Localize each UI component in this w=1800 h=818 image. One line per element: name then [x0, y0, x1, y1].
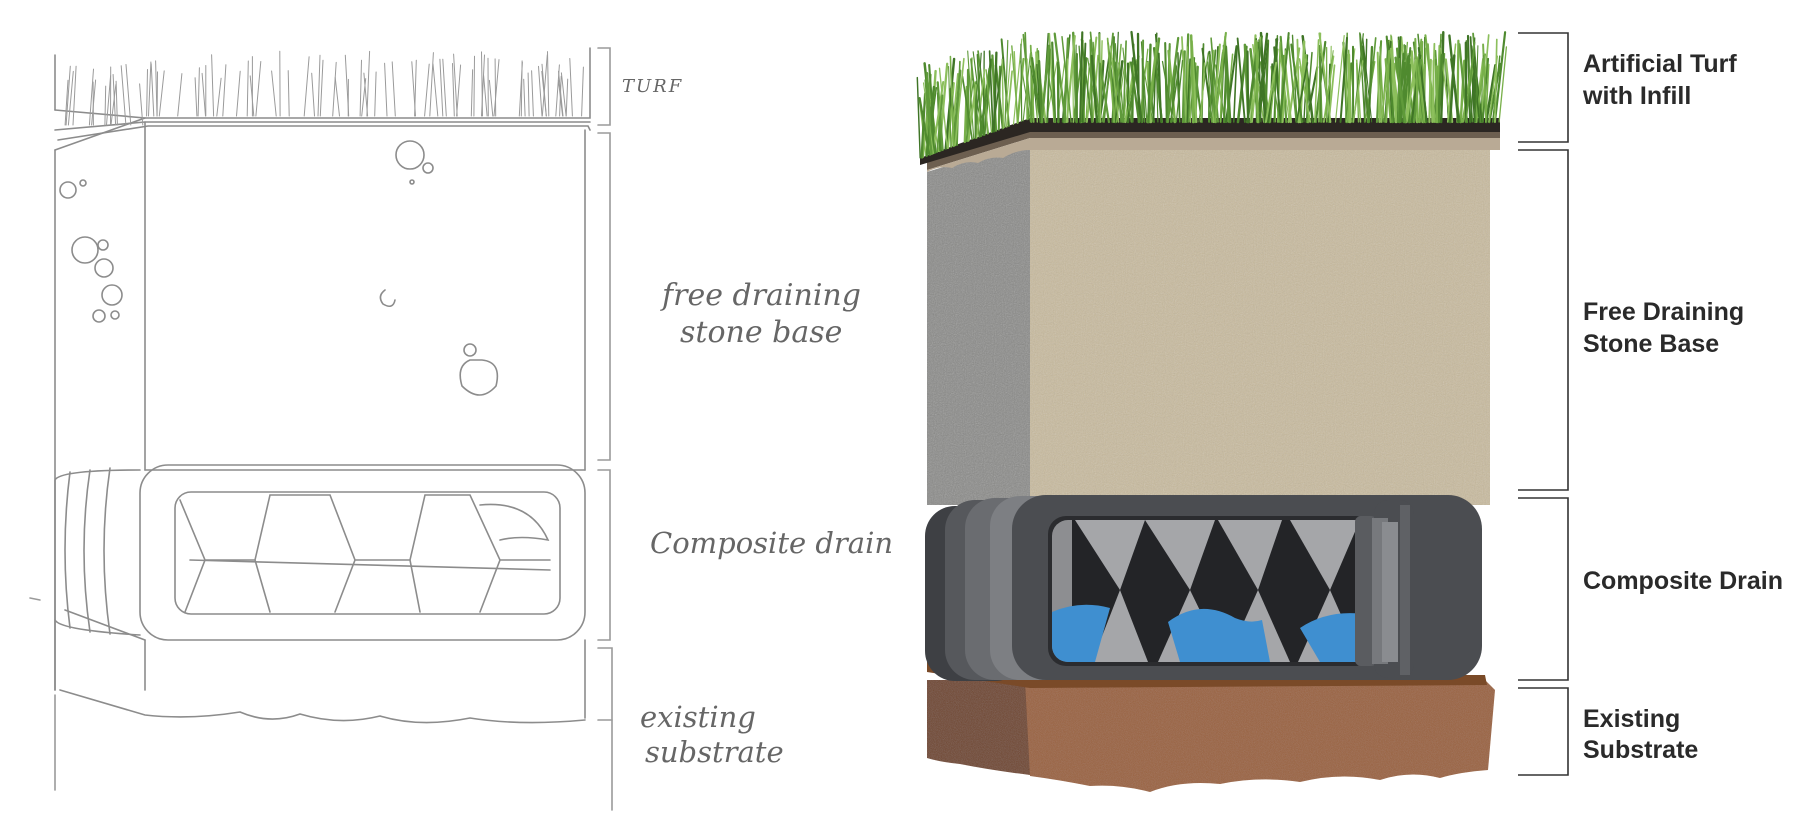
grass-blade — [1159, 54, 1161, 123]
grass-blade — [1073, 62, 1074, 122]
sketch-label-stone-line1: free draining — [660, 278, 861, 313]
sketch-grass-blade — [484, 75, 488, 116]
sketch-grass-blade — [223, 65, 226, 116]
sketch-grass-blade — [430, 53, 434, 116]
sketch-grass-blade — [288, 71, 289, 116]
grass-blade — [1429, 60, 1430, 122]
sketch-stone-layer — [55, 122, 585, 690]
bracket-drain — [1518, 498, 1568, 680]
sketch-grass-blade — [320, 60, 323, 116]
label-drain: Composite Drain — [1583, 567, 1783, 595]
composite-drain — [925, 495, 1482, 681]
bracket-stone — [1518, 150, 1568, 490]
grass-blade — [1257, 41, 1258, 122]
sketch-grass-blade — [566, 79, 568, 116]
grass-blade — [1248, 52, 1249, 123]
label-turf-line1: Artificial Turf — [1583, 50, 1737, 78]
sketch-grass-blade — [548, 52, 549, 116]
sketch-grass-blade — [156, 61, 157, 116]
stone-base-front — [1030, 140, 1490, 505]
bracket-substrate — [1518, 688, 1568, 775]
final-brackets — [1518, 33, 1568, 775]
sketch-substrate-layer — [55, 610, 585, 723]
grass-blades-icon — [65, 51, 583, 125]
label-stone-line2: Stone Base — [1583, 330, 1719, 358]
grass-blade — [1349, 55, 1350, 122]
sketch-grass-blade — [570, 59, 573, 117]
sketch-grass-blade — [159, 71, 164, 116]
sketch-grass-blade — [107, 76, 111, 125]
sketch-grass-blade — [217, 78, 221, 116]
sketch-grass-blade — [367, 51, 370, 116]
sketch-grass-blade — [556, 65, 560, 116]
sketch-grass-blade — [474, 56, 475, 116]
sketch-grass-blade — [151, 64, 154, 116]
substrate-side — [927, 680, 1030, 775]
sketch-grass-blade — [539, 66, 543, 116]
sketch-grass-blade — [453, 64, 455, 117]
sketch-grass-blade — [524, 79, 525, 116]
sketch-grass-blade — [304, 57, 309, 116]
sketch-labels: TURF free draining stone base Composite … — [622, 76, 893, 769]
sketch-grass-blade — [443, 59, 447, 116]
sketch-label-stone-line2: stone base — [680, 315, 842, 350]
final-labels: Artificial Turf with Infill Free Drainin… — [1582, 50, 1783, 764]
stone-base-layer — [927, 140, 1490, 505]
sketch-grass-blade — [312, 73, 315, 116]
sketch-grass-blade — [195, 78, 197, 116]
sketch-grass-blade — [198, 68, 199, 116]
sketch-grass-blade — [440, 59, 443, 116]
sketch-grass-blade — [149, 62, 151, 116]
sketch-grass-blade — [237, 71, 241, 116]
sketch-grass-blade — [532, 71, 534, 116]
sketch-grass-blade — [582, 67, 584, 116]
sketch-label-turf: TURF — [622, 76, 683, 97]
sketch-label-substrate-line1: existing — [640, 700, 756, 734]
label-substrate-line1: Existing — [1583, 705, 1680, 733]
sketch-grass-blade — [178, 74, 182, 116]
final-panel — [917, 32, 1568, 792]
sketch-grass-blade — [335, 78, 339, 116]
label-substrate-line2: Substrate — [1583, 736, 1698, 764]
sketch-grass-blade — [457, 65, 461, 116]
grass-blade — [917, 78, 920, 158]
sketch-grass-blade — [528, 73, 529, 116]
sketch-grass-blade — [360, 60, 361, 116]
sketch-label-drain: Composite drain — [650, 526, 893, 560]
label-turf-line2: with Infill — [1582, 82, 1691, 110]
sketch-grass-blade — [202, 73, 205, 116]
sketch-grass-blade — [318, 55, 320, 116]
sketch-grass-blade — [392, 62, 395, 116]
sketch-grass-blade — [425, 64, 430, 116]
sketch-grass-blade — [471, 70, 472, 116]
sketch-panel — [30, 48, 612, 810]
sketch-label-substrate-line2: substrate — [645, 735, 784, 769]
sketch-grass-blade — [212, 55, 214, 116]
sketch-grass-blade — [385, 63, 387, 116]
stone-texture-icon — [60, 141, 497, 395]
sketch-turf-layer — [55, 48, 590, 150]
substrate-front — [1025, 680, 1495, 792]
sketch-grass-blade — [489, 80, 492, 116]
grass-blade — [1021, 44, 1022, 121]
sketch-grass-blade — [147, 70, 148, 117]
sketch-grass-blade — [256, 62, 261, 117]
substrate-layer — [927, 662, 1495, 792]
sketch-grass-blade — [116, 81, 117, 125]
sketch-grass-blade — [247, 61, 248, 116]
label-stone-line1: Free Draining — [1583, 298, 1744, 326]
grass-blade — [1055, 34, 1066, 122]
grass-blade — [1436, 66, 1437, 122]
sketch-brackets — [30, 48, 612, 810]
sketch-grass-blade — [415, 60, 417, 116]
sketch-grass-blade — [333, 62, 337, 116]
sketch-drain-layer — [55, 465, 585, 640]
sketch-grass-blade — [272, 71, 277, 116]
sketch-grass-blade — [433, 64, 438, 116]
bracket-turf — [1518, 33, 1568, 142]
sketch-grass-blade — [105, 86, 106, 125]
sketch-grass-blade — [375, 72, 376, 116]
stone-base-side — [927, 140, 1030, 505]
